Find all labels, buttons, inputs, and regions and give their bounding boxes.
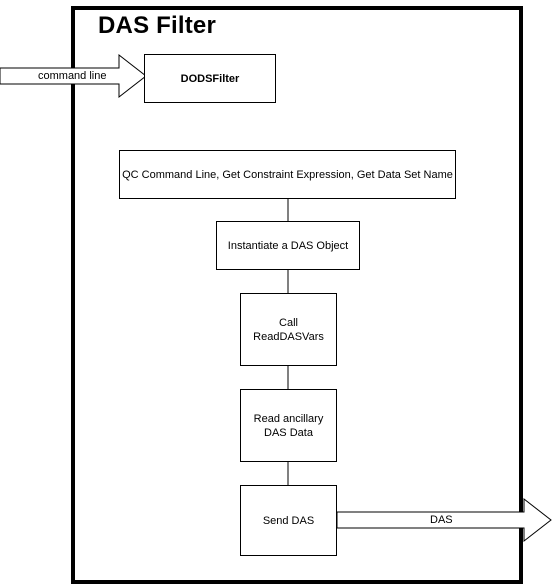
send-das-box: Send DAS xyxy=(240,485,337,556)
das-output-label: DAS xyxy=(430,514,453,526)
instantiate-das-object-box: Instantiate a DAS Object xyxy=(216,221,360,270)
call-label-line2: ReadDASVars xyxy=(253,330,324,343)
qc-command-line-label: QC Command Line, Get Constraint Expressi… xyxy=(122,168,453,181)
command-line-label: command line xyxy=(38,70,107,82)
read-label-line2: DAS Data xyxy=(264,426,313,439)
diagram-title: DAS Filter xyxy=(98,12,217,39)
send-das-label: Send DAS xyxy=(262,514,315,527)
call-label-line1: Call xyxy=(279,316,298,329)
dods-filter-label: DODSFilter xyxy=(180,72,240,85)
instantiate-das-object-label: Instantiate a DAS Object xyxy=(227,239,349,252)
read-label-line1: Read ancillary xyxy=(253,412,324,425)
call-read-das-vars-box: Call ReadDASVars xyxy=(240,293,337,366)
read-ancillary-das-data-box: Read ancillary DAS Data xyxy=(240,389,337,462)
qc-command-line-box: QC Command Line, Get Constraint Expressi… xyxy=(119,150,456,199)
dods-filter-box: DODSFilter xyxy=(144,54,276,103)
